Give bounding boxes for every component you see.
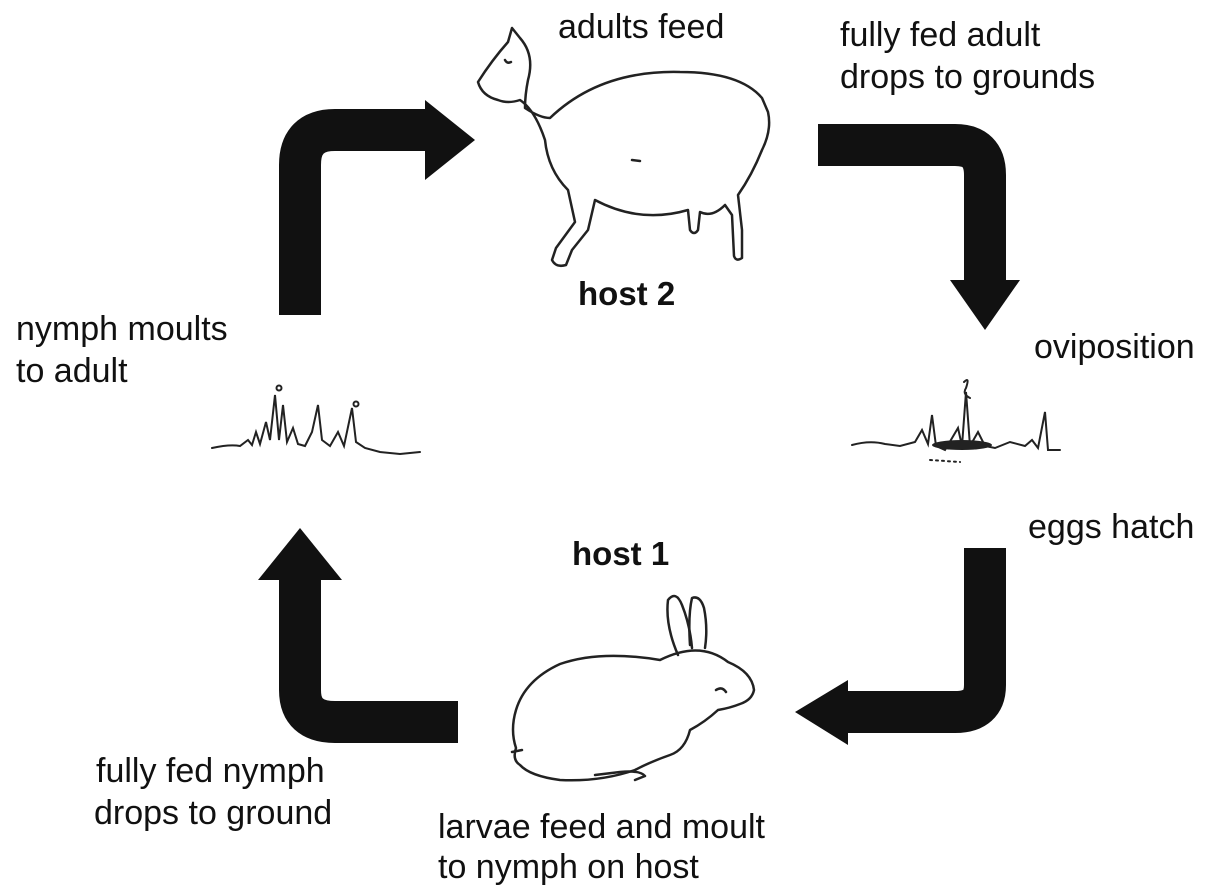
arrow-host2-to-ground: [818, 145, 1020, 330]
label-host-2: host 2: [578, 273, 675, 315]
rabbit-icon: [512, 596, 754, 780]
label-host-1: host 1: [572, 533, 669, 575]
label-larvae-feed-line2: to nymph on host: [438, 846, 699, 888]
label-eggs-hatch: eggs hatch: [1028, 506, 1194, 548]
label-fully-fed-adult-line2: drops to grounds: [840, 56, 1095, 98]
ground-vegetation-icon: [212, 386, 420, 455]
arrow-nymph-to-host2: [300, 100, 475, 315]
label-fully-fed-nymph-line2: drops to ground: [94, 792, 332, 834]
ground-eggs-icon: [852, 380, 1060, 462]
label-nymph-moults-line2: to adult: [16, 350, 128, 392]
arrow-eggs-to-host1: [795, 548, 985, 745]
label-fully-fed-nymph-line1: fully fed nymph: [96, 750, 325, 792]
label-nymph-moults-line1: nymph moults: [16, 308, 228, 350]
label-oviposition: oviposition: [1034, 326, 1195, 368]
sheep-icon: [478, 28, 769, 266]
label-adults-feed: adults feed: [558, 6, 724, 48]
label-fully-fed-adult-line1: fully fed adult: [840, 14, 1040, 56]
label-larvae-feed-line1: larvae feed and moult: [438, 806, 765, 848]
arrow-host1-to-ground: [258, 528, 458, 722]
